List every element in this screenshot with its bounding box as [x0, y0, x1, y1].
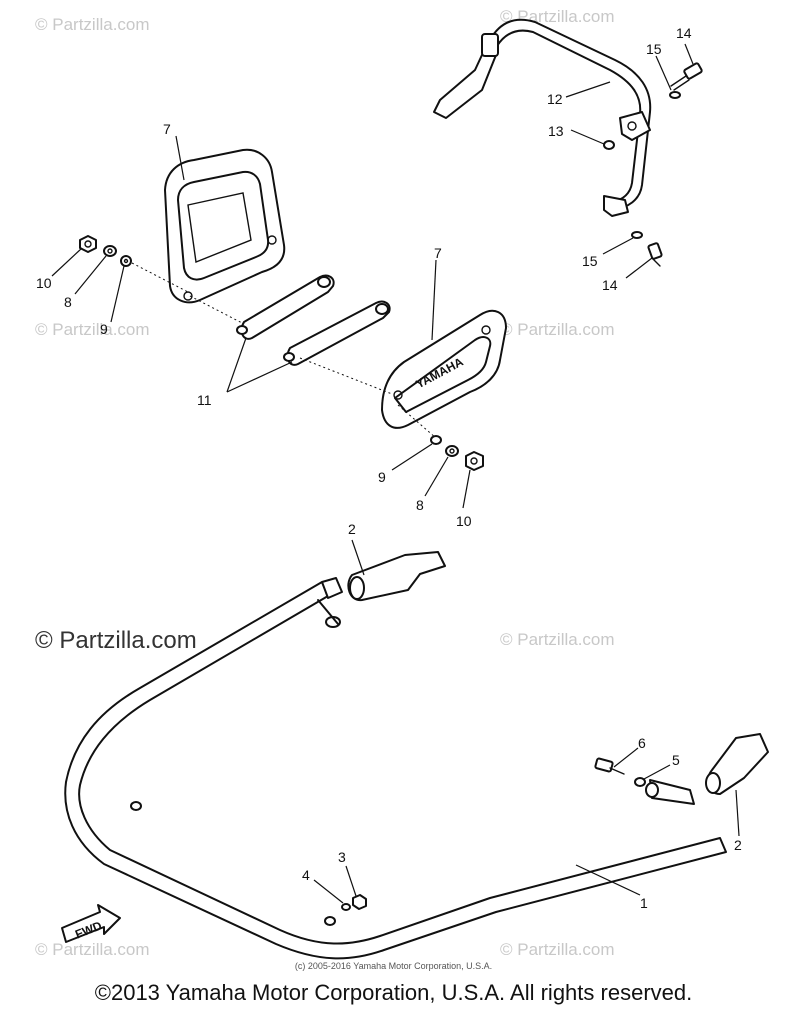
- callout-8: 8: [416, 497, 424, 513]
- callout-6: 6: [638, 735, 646, 751]
- callout-labels: 7 7 11 10 8 9 9 8 10 12 13 15 14 15 14 2…: [36, 25, 742, 911]
- copyright-notice-small: (c) 2005-2016 Yamaha Motor Corporation, …: [294, 961, 493, 971]
- watermark-prominent: © Partzilla.com: [35, 627, 197, 654]
- callout-8: 8: [64, 294, 72, 310]
- callout-15: 15: [646, 41, 662, 57]
- callout-2: 2: [348, 521, 356, 537]
- fasteners-upper-left: [79, 235, 132, 267]
- callout-11: 11: [197, 392, 212, 408]
- callout-12: 12: [547, 91, 563, 107]
- part-12-grab-bar: [433, 18, 652, 217]
- watermark: © Partzilla.com: [500, 320, 615, 339]
- callout-9: 9: [378, 469, 386, 485]
- watermark: © Partzilla.com: [500, 630, 615, 649]
- watermark-layer: © Partzilla.com © Partzilla.com © Partzi…: [35, 7, 615, 959]
- fasteners-lower-center: [341, 894, 367, 911]
- watermark: © Partzilla.com: [35, 15, 150, 34]
- callout-14: 14: [602, 277, 618, 293]
- callout-3: 3: [338, 849, 346, 865]
- part-7-backrest-upper: [164, 148, 286, 304]
- fasteners-lower-right-bolts: [594, 757, 646, 787]
- fasteners-lower-right: [430, 435, 484, 471]
- callout-10: 10: [36, 275, 52, 291]
- part-11-stays: [131, 262, 437, 439]
- callout-13: 13: [548, 123, 564, 139]
- part-2-end-cap-upper: [347, 551, 446, 602]
- bolt-group-upper: [603, 62, 703, 267]
- callout-1: 1: [640, 895, 648, 911]
- leader-lines: [51, 43, 740, 904]
- watermark: © Partzilla.com: [500, 940, 615, 959]
- callout-4: 4: [302, 867, 310, 883]
- copyright-notice: ©2013 Yamaha Motor Corporation, U.S.A. A…: [94, 980, 693, 1005]
- callout-5: 5: [672, 752, 680, 768]
- callout-10: 10: [456, 513, 472, 529]
- watermark: © Partzilla.com: [35, 940, 150, 959]
- callout-15: 15: [582, 253, 598, 269]
- part-2-end-cap-lower: [705, 733, 769, 795]
- fwd-arrow-icon: FWD: [61, 904, 121, 943]
- part-7-bracket-lower: YAMAHA: [381, 309, 507, 429]
- watermark: © Partzilla.com: [35, 320, 150, 339]
- callout-7: 7: [163, 121, 171, 137]
- callout-2: 2: [734, 837, 742, 853]
- callout-7: 7: [434, 245, 442, 261]
- callout-9: 9: [100, 321, 108, 337]
- callout-14: 14: [676, 25, 692, 41]
- part-1-guard-bar: [64, 577, 727, 960]
